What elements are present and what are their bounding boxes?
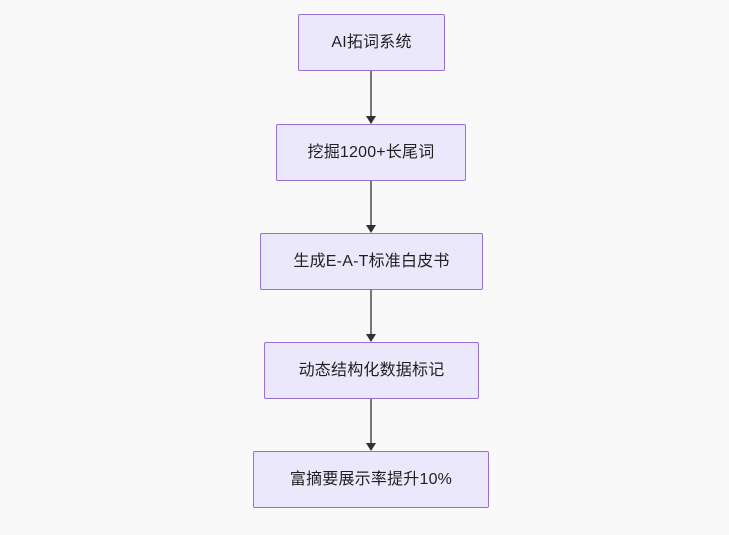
arrowhead-down-icon — [366, 225, 376, 233]
flow-node-label: 富摘要展示率提升10% — [289, 470, 453, 488]
edge-line — [370, 290, 372, 334]
edge-line — [370, 181, 372, 225]
flow-node-label: AI拓词系统 — [331, 33, 412, 51]
arrowhead-down-icon — [366, 443, 376, 451]
arrowhead-down-icon — [366, 334, 376, 342]
flow-node-4[interactable]: 动态结构化数据标记 — [264, 342, 479, 399]
flow-node-1[interactable]: AI拓词系统 — [298, 14, 445, 71]
arrowhead-down-icon — [366, 116, 376, 124]
flow-node-label: 挖掘1200+长尾词 — [307, 143, 435, 161]
flow-node-2[interactable]: 挖掘1200+长尾词 — [276, 124, 466, 181]
flow-node-label: 动态结构化数据标记 — [298, 361, 445, 379]
flow-node-3[interactable]: 生成E-A-T标准白皮书 — [260, 233, 483, 290]
flow-node-5[interactable]: 富摘要展示率提升10% — [253, 451, 489, 508]
flow-node-label: 生成E-A-T标准白皮书 — [293, 252, 450, 270]
edge-line — [370, 71, 372, 116]
edge-line — [370, 399, 372, 443]
